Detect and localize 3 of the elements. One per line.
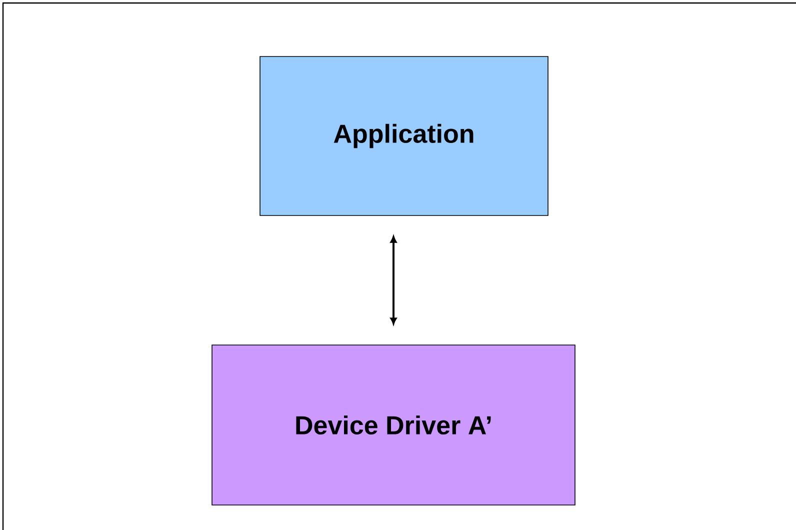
process-box: Device Driver A’: [212, 344, 576, 506]
arrow: [390, 236, 397, 324]
process-box: Application: [260, 56, 548, 216]
